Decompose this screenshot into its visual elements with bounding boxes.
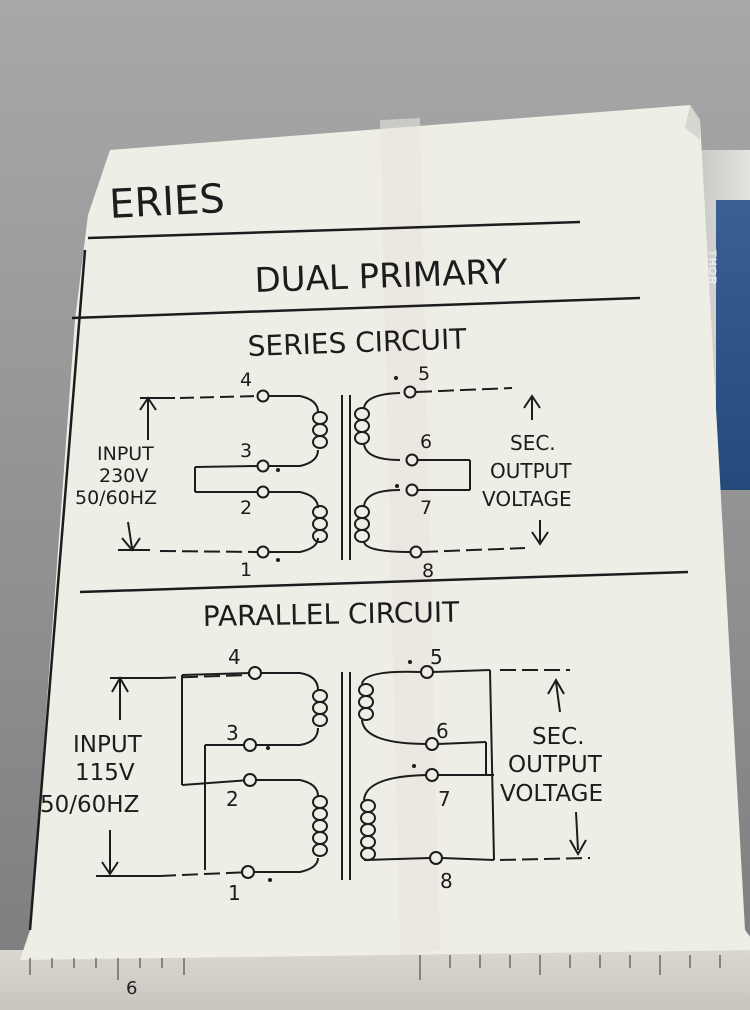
header-rule-bottom: [71, 296, 641, 320]
series-label-7: 7: [420, 497, 432, 519]
parallel-label-7: 7: [438, 787, 451, 811]
left-border: [28, 249, 87, 931]
series-label-5: 5: [418, 363, 430, 385]
parallel-label-1: 1: [228, 881, 241, 905]
series-terminal-7: [405, 483, 419, 497]
parallel-terminal-1: [241, 865, 255, 879]
series-terminal-2: [256, 485, 270, 499]
series-input-arrow-down: [127, 521, 133, 549]
parallel-output-arrow-down: [575, 811, 579, 851]
parallel-terminal-7: [425, 768, 439, 782]
series-input-line-3: 50/60HZ: [75, 487, 157, 509]
parallel-secondary-coil-upper: [358, 683, 374, 721]
parallel-primary-coil-lower: [312, 795, 328, 857]
series-terminal-1: [256, 545, 270, 559]
series-terminal-5: [403, 385, 417, 399]
paper-fold: [380, 118, 440, 955]
series-input-line-2: 230V: [99, 465, 148, 487]
series-fragment-title: ERIES: [108, 176, 226, 228]
parallel-terminal-2: [243, 773, 257, 787]
paper: [20, 105, 750, 960]
header-rule-top: [87, 220, 581, 240]
parallel-input-line-1: INPUT: [73, 732, 143, 758]
series-title: SERIES CIRCUIT: [247, 322, 468, 363]
parallel-label-8: 8: [440, 869, 453, 893]
dual-primary-title: DUAL PRIMARY: [254, 252, 509, 301]
parallel-output-line-3: VOLTAGE: [500, 781, 603, 807]
parallel-primary-coil-upper: [312, 689, 328, 727]
series-label-6: 6: [420, 431, 432, 453]
parallel-terminal-3: [243, 738, 257, 752]
parallel-terminal-8: [429, 851, 443, 865]
series-primary-coil-lower: [312, 505, 328, 543]
parallel-input-line-3: 50/60HZ: [40, 792, 139, 818]
parallel-label-3: 3: [226, 721, 239, 745]
parallel-title: PARALLEL CIRCUIT: [203, 596, 461, 633]
series-secondary-coil-lower: [354, 505, 370, 543]
series-terminal-4: [256, 389, 270, 403]
series-input-line-1: INPUT: [97, 443, 154, 465]
series-label-8: 8: [422, 560, 434, 582]
parallel-output-arrow-up: [555, 681, 561, 713]
parallel-label-6: 6: [436, 719, 449, 743]
series-label-1: 1: [240, 559, 252, 581]
series-terminal-3: [256, 459, 270, 473]
series-terminal-6: [405, 453, 419, 467]
parallel-terminal-4: [248, 666, 262, 680]
series-output-line-2: OUTPUT: [490, 459, 572, 483]
series-output-line-3: VOLTAGE: [482, 487, 572, 511]
ruler-ticks: [29, 955, 721, 980]
section-divider: [79, 570, 689, 594]
parallel-label-2: 2: [226, 787, 239, 811]
series-primary-coil-upper: [312, 411, 328, 449]
series-label-4: 4: [240, 369, 252, 391]
series-label-3: 3: [240, 440, 252, 462]
parallel-label-5: 5: [430, 645, 443, 669]
product-box-blue-panel: [716, 200, 750, 490]
series-output-line-1: SEC.: [510, 431, 556, 455]
series-terminal-8: [409, 545, 423, 559]
series-secondary-coil-upper: [354, 407, 370, 445]
ruler-number: 6: [126, 978, 138, 999]
parallel-label-4: 4: [228, 645, 241, 669]
parallel-output-line-1: SEC.: [532, 724, 585, 750]
parallel-input-line-2: 115V: [75, 760, 135, 786]
paper-corner: [685, 105, 700, 140]
parallel-output-line-2: OUTPUT: [508, 752, 603, 778]
series-label-2: 2: [240, 497, 252, 519]
